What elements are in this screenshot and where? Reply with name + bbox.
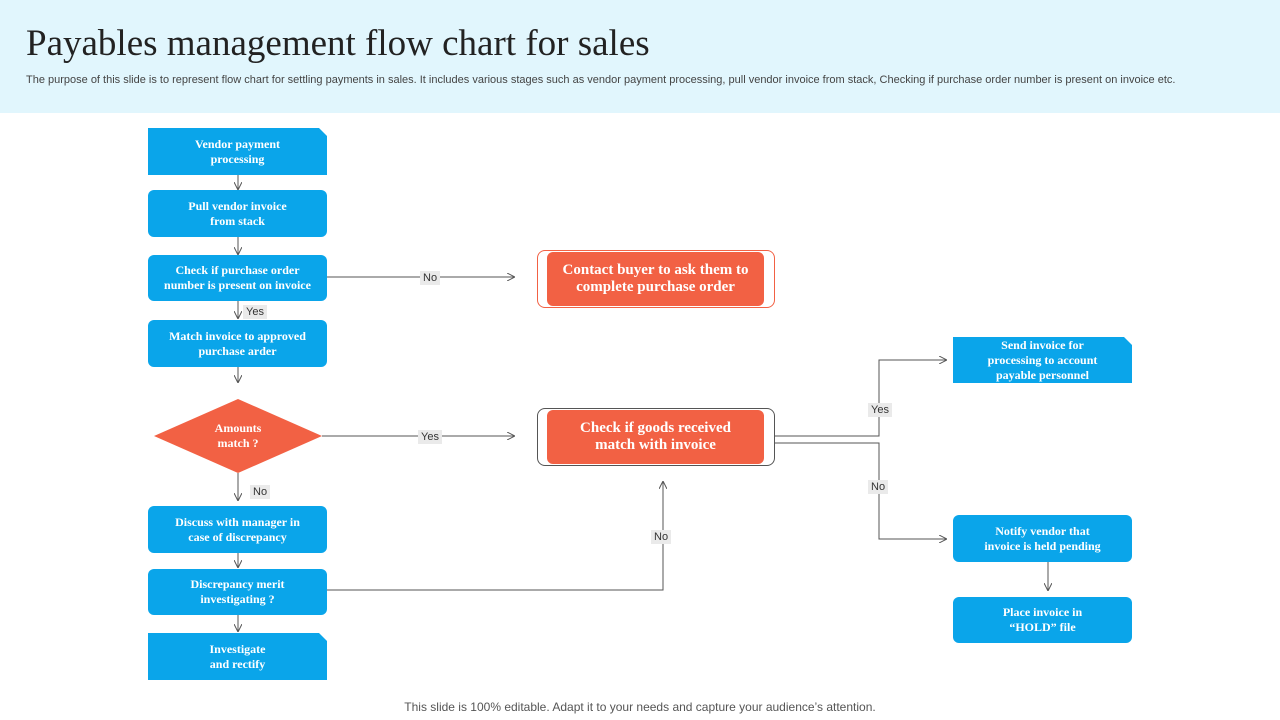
node-text: “HOLD” file (1009, 620, 1076, 634)
frame-contact-buyer (537, 250, 775, 308)
edge-label-goods-yes: Yes (868, 403, 892, 417)
node-text: invoice is held pending (984, 538, 1101, 553)
edge-label-po-yes: Yes (243, 305, 267, 319)
page-title: Payables management flow chart for sales (26, 23, 650, 64)
node-text: and rectify (209, 656, 266, 671)
node-text: Contact buyer to ask them to (562, 262, 749, 278)
edge-label-amounts-no: No (250, 485, 271, 499)
node-text: purchase arder (198, 343, 277, 358)
node-text: Pull vendor invoice (188, 198, 287, 213)
node-text: Discuss with manager in (175, 514, 300, 529)
node-place-hold: Place invoice in“HOLD” file (953, 597, 1132, 643)
node-text: Place invoice in (1002, 605, 1083, 619)
node-text: processing to account (987, 352, 1098, 367)
node-text: Notify vendor that (995, 523, 1090, 538)
node-text: match ? (217, 436, 259, 450)
footer-note: This slide is 100% editable. Adapt it to… (404, 700, 876, 714)
node-text: Check if goods received (580, 420, 731, 436)
edge-merit-to-goods (327, 482, 663, 591)
frame-check-goods (537, 408, 775, 466)
page-subtitle: The purpose of this slide is to represen… (26, 74, 1176, 86)
node-text: complete purchase order (576, 279, 735, 295)
node-text: from stack (210, 213, 265, 228)
node-text: Check if purchase order (175, 263, 300, 277)
node-text: Discrepancy merit (190, 577, 285, 591)
diamond-shape (154, 399, 322, 473)
node-text: case of discrepancy (188, 529, 287, 544)
node-text: match with invoice (595, 437, 716, 453)
edge-goods-to-notify (775, 442, 946, 539)
node-text: processing (210, 151, 265, 166)
node-text: Investigate (209, 641, 266, 656)
node-text: payable personnel (995, 367, 1089, 382)
node-text: investigating ? (200, 592, 275, 606)
header-band: Payables management flow chart for sales… (0, 0, 1280, 113)
edge-goods-to-send (775, 360, 946, 437)
node-text: Vendor payment (194, 136, 280, 151)
edge-label-po-no: No (420, 271, 441, 285)
edge-label-amounts-yes: Yes (418, 430, 442, 444)
node-text: number is present on invoice (164, 278, 311, 292)
node-text: Amounts (214, 421, 262, 435)
node-text: Match invoice to approved (169, 328, 306, 343)
node-text: Send invoice for (1001, 337, 1084, 352)
edge-label-goods-no: No (868, 480, 889, 494)
edge-label-merit-no: No (651, 530, 672, 544)
